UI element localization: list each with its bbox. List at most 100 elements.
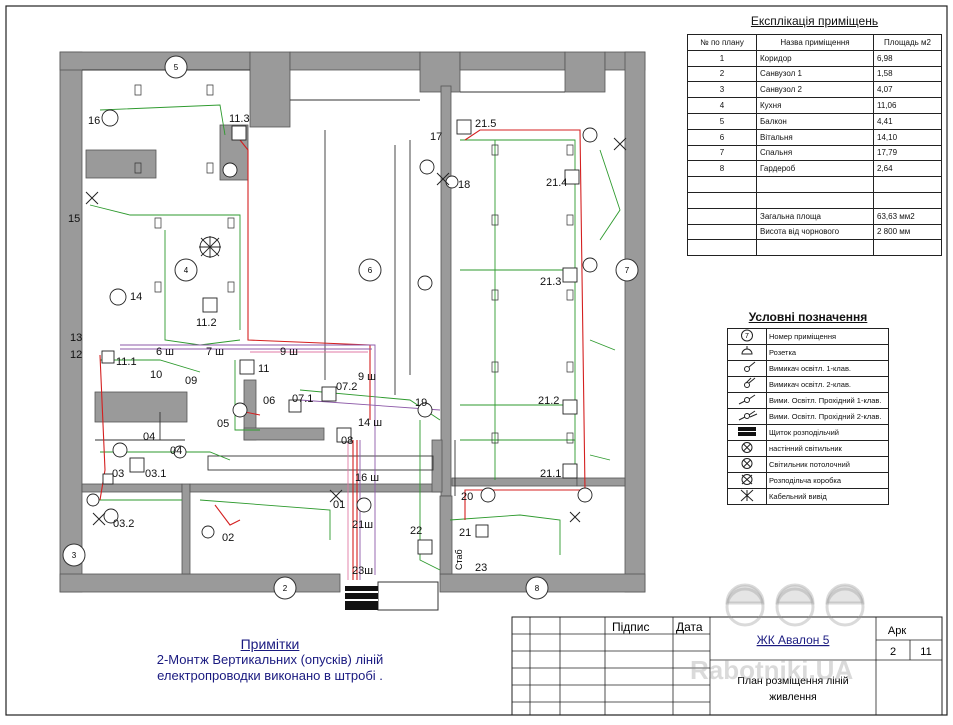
room-number-2 <box>273 576 297 600</box>
room-number-4 <box>174 258 198 282</box>
label-14sh: 14 ш <box>358 417 382 429</box>
row-room-name: Спальня <box>756 144 874 162</box>
room-number-5-text: 5 <box>174 63 179 72</box>
ceiling-light-icon <box>727 456 767 473</box>
wall-light-icon <box>356 497 372 513</box>
wall-entry <box>439 495 453 575</box>
sheet-border <box>5 5 948 716</box>
row-area: 1,58 <box>873 65 942 83</box>
label-12: 12 <box>70 349 82 361</box>
notes-line1: 2-Монтж Вертикальних (опусків) ліній <box>156 652 384 667</box>
room-number-3 <box>62 543 86 567</box>
label-11: 11 <box>258 363 269 375</box>
wall-light-icon <box>173 445 187 459</box>
wall-bottom-1 <box>59 573 341 593</box>
label-17: 17 <box>430 131 442 143</box>
label-02: 02 <box>222 532 234 544</box>
cable-outlet-icon <box>329 489 343 503</box>
label-09: 09 <box>185 375 197 387</box>
label-04: 04 <box>143 431 155 443</box>
lamp-grid-bedroom <box>491 144 574 444</box>
row-number: 3 <box>687 81 757 99</box>
stamp-signature-label: Підпис <box>612 620 650 634</box>
legend-title: Условні позначення <box>748 310 868 324</box>
cable-outlet-icon <box>613 137 627 151</box>
junction-box-icon <box>239 359 255 375</box>
row-area: 14,10 <box>873 128 942 146</box>
label-05: 05 <box>217 418 229 430</box>
empty-row <box>687 176 942 193</box>
label-16sh: 16 ш <box>355 472 379 484</box>
junction-box-icon <box>475 524 489 538</box>
junction-box-icon <box>102 473 114 485</box>
label-23: 23 <box>475 562 487 574</box>
watermark-logo <box>725 583 865 627</box>
wall-column-3 <box>564 51 606 93</box>
label-11.2: 11.2 <box>196 317 217 329</box>
room-number-7 <box>615 258 639 282</box>
row-room-name: Коридор <box>756 49 874 67</box>
wall-left <box>59 51 83 593</box>
height-value: 2 800 мм <box>873 223 942 241</box>
junction-box-icon <box>562 399 578 415</box>
room-number-5 <box>164 55 188 79</box>
switch-1-icon <box>727 360 767 377</box>
room-number-8-text: 8 <box>535 584 540 593</box>
wall-light-icon <box>582 127 598 143</box>
wiring-purple <box>120 344 441 580</box>
legend-item-label: Щиток розподільчий <box>766 424 889 441</box>
wall-light-icon <box>577 487 593 503</box>
walls <box>59 51 646 593</box>
row-number: 4 <box>687 97 757 114</box>
legend-item: Розподільча коробка <box>727 472 889 489</box>
row-room-name: Кухня <box>756 97 874 114</box>
cable-outlet-icon <box>569 511 581 523</box>
notes-title: Примітки <box>240 636 300 652</box>
row-number: 8 <box>687 160 757 178</box>
label-23sh: 23ш <box>352 565 373 577</box>
legend-item-label: Кабельний вивід <box>766 488 889 505</box>
junction-box-icon <box>456 119 472 135</box>
panel-icon <box>727 424 767 441</box>
junction-box-icon <box>101 350 115 364</box>
total-row: Загальна площа 63,63 мм2 <box>687 207 942 225</box>
plan-labels: 16 11.3 15 14 11.2 13 12 11.1 10 09 6 ш … <box>68 113 567 577</box>
room-number-icon: 7 <box>727 328 767 345</box>
junction-box-icon <box>336 427 352 443</box>
row-area: 17,79 <box>873 144 942 162</box>
label-03.1: 03.1 <box>145 468 166 480</box>
watermark-text: Rabotniki.UA <box>690 655 854 685</box>
row-area: 11,06 <box>873 97 942 114</box>
row-area: 2,64 <box>873 160 942 178</box>
wall-light-icon <box>222 162 238 178</box>
socket-icon <box>727 344 767 361</box>
label-11.3: 11.3 <box>229 113 250 125</box>
label-21: 21 <box>459 527 471 539</box>
label-03: 03 <box>112 468 124 480</box>
wall-bath-divider <box>81 483 183 493</box>
row-number: 6 <box>687 128 757 146</box>
junction-box-icon <box>129 457 145 473</box>
stamp-sheet-label: Арк <box>888 625 906 637</box>
wall-hall-right <box>431 439 443 493</box>
cable-outlets <box>85 137 627 526</box>
stamp-title-line2: живлення <box>769 691 816 703</box>
row-area: 4,41 <box>873 112 942 130</box>
legend-item: Кабельний вивід <box>727 488 889 505</box>
legend-item-label: Вимикач освітл. 1-клав. <box>766 360 889 377</box>
label-21.2: 21.2 <box>538 395 559 407</box>
wall-light-icon <box>480 487 496 503</box>
room-number-6 <box>358 258 382 282</box>
junction-box-icon <box>288 399 302 413</box>
wall-top-3 <box>459 51 566 71</box>
label-10: 10 <box>150 369 162 381</box>
header-area: Площадь м2 <box>873 34 942 51</box>
label-stab: Стаб <box>454 549 464 570</box>
entry-door <box>377 581 439 611</box>
row-room-name: Санвузол 2 <box>756 81 874 99</box>
wall-light-icon <box>419 159 435 175</box>
